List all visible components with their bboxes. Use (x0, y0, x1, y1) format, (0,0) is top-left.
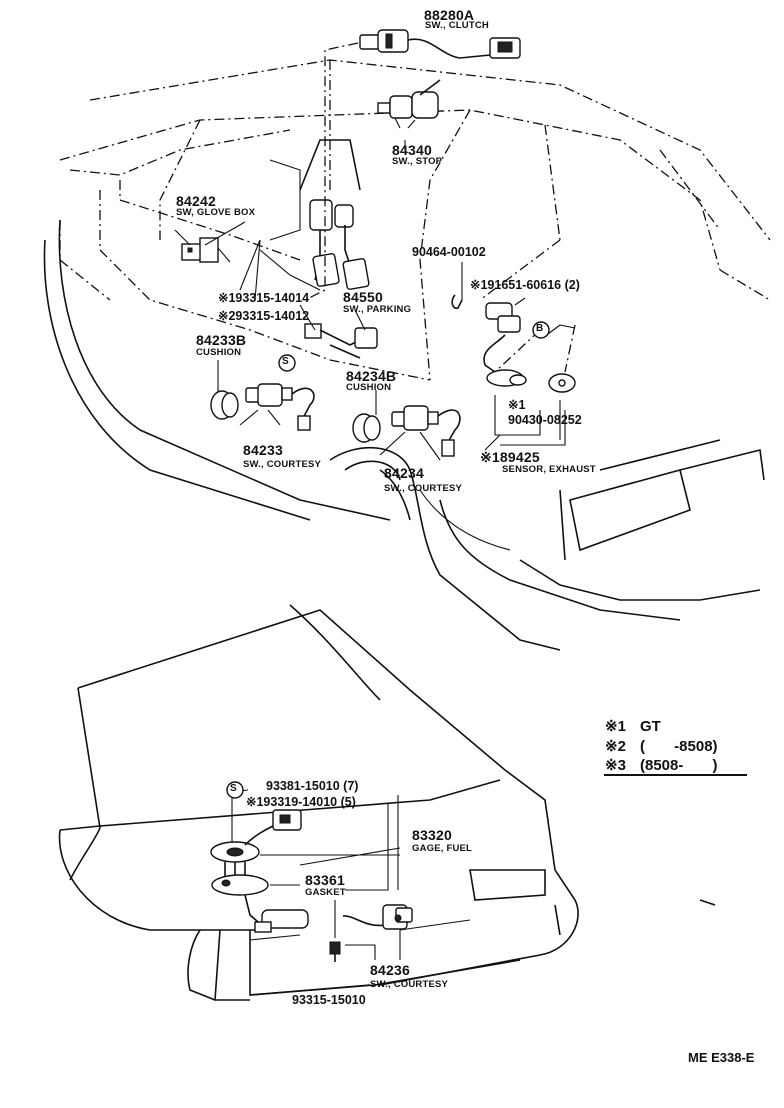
front-cushion-part (210, 390, 239, 420)
fuel-screw-a-part-number: 93381-15010 (7) (266, 779, 359, 793)
legend-mark-3: ※3 (605, 757, 626, 774)
front-courtesy-switch-part (245, 383, 315, 431)
trunk-bolt-part (329, 941, 341, 962)
upper-car-body (59, 59, 771, 381)
trunk-courtesy-switch-part-number: 84236 (370, 962, 410, 978)
exhaust-sensor-part (483, 302, 576, 393)
stop-switch-part-number: 84340 (392, 142, 432, 158)
lower-leader-lines (231, 789, 401, 960)
front-cushion-part-number: 84233B (196, 332, 247, 348)
front-courtesy-switch-name: SW., COURTESY (243, 459, 322, 470)
fuel-gage-part (210, 809, 309, 933)
pedal-assembly (259, 139, 370, 291)
upper-leader-lines (174, 42, 576, 461)
rear-courtesy-switch-part-number: 84234 (384, 465, 424, 481)
clutch-switch-name: SW., CLUTCH (425, 20, 489, 31)
glove-box-switch-part-number: 84242 (176, 193, 216, 209)
rear-cushion-part (352, 413, 381, 443)
trunk-bolt-part-number: 93315-15010 (292, 993, 366, 1007)
screw-1-part-number: ※193315-14014 (218, 291, 310, 305)
stop-switch-part (377, 79, 441, 119)
bolt-clip-part (451, 294, 463, 310)
clutch-switch-part (359, 29, 521, 59)
fuel-gage-part-number: 83320 (412, 827, 452, 843)
upper-car-side (43, 219, 765, 651)
bolt-clip-part-number: 90464-00102 (412, 245, 486, 259)
rear-cushion-name: CUSHION (346, 382, 392, 393)
fuel-gasket-name: GASKET (305, 887, 346, 898)
exhaust-sensor-bolt-part-number: ※191651-60616 (2) (470, 278, 580, 292)
parking-switch-name: SW., PARKING (343, 304, 412, 315)
fuel-gasket-part-number: 83361 (305, 872, 345, 888)
rear-cushion-part-number: 84234B (346, 368, 397, 384)
diagram-code: ME E338-E (688, 1050, 755, 1065)
exhaust-sensor-part-number: ※189425 (480, 449, 540, 465)
legend-text-1: GT (640, 718, 661, 735)
front-courtesy-switch-part-number: 84233 (243, 442, 283, 458)
legend-mark-2: ※2 (605, 738, 626, 755)
trunk-courtesy-switch-part (342, 904, 413, 930)
stop-switch-name: SW., STOP (392, 156, 443, 167)
lower-trunk-body (58, 604, 716, 1001)
front-cushion-name: CUSHION (196, 347, 242, 358)
circle-markers (226, 321, 550, 799)
rear-courtesy-switch-name: SW., COURTESY (384, 483, 463, 494)
gasket-note-mark: ※1 (508, 398, 526, 412)
trunk-courtesy-switch-name: SW., COURTESY (370, 979, 449, 990)
gasket-part-number: 90430-08252 (508, 413, 582, 427)
glove-box-switch-part (181, 237, 231, 263)
screw-2-part-number: ※293315-14012 (218, 309, 310, 323)
parking-switch-part-number: 84550 (343, 289, 383, 305)
rear-courtesy-switch-part (391, 405, 461, 457)
clutch-switch-part-number: 88280A (424, 7, 475, 23)
glove-box-switch-name: SW, GLOVE BOX (176, 207, 256, 218)
legend-underline (604, 774, 747, 776)
parking-switch-part (304, 323, 378, 359)
exhaust-sensor-name: SENSOR, EXHAUST (502, 464, 596, 475)
fuel-gage-name: GAGE, FUEL (412, 843, 473, 854)
fuel-screw-b-part-number: ※193319-14010 (5) (246, 795, 356, 809)
circle-s-marker-lower: S (230, 783, 237, 794)
circle-b-marker: B (536, 323, 544, 334)
legend-text-2: ( -8508) (640, 738, 718, 755)
circle-s-marker-upper: S (282, 356, 289, 367)
legend-text-3: (8508- ) (640, 757, 718, 774)
legend-mark-1: ※1 (605, 718, 626, 735)
